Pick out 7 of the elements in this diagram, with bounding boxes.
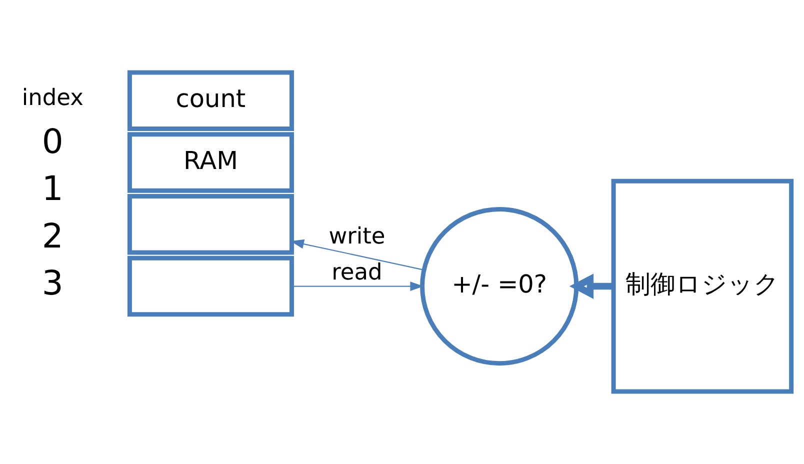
label: index [22,85,84,112]
label: 0 [42,122,64,161]
label: 1 [42,169,64,208]
label: 3 [42,264,64,303]
edge-label: write [328,224,386,250]
edge-label: read [332,260,382,286]
label: 2 [42,216,64,256]
